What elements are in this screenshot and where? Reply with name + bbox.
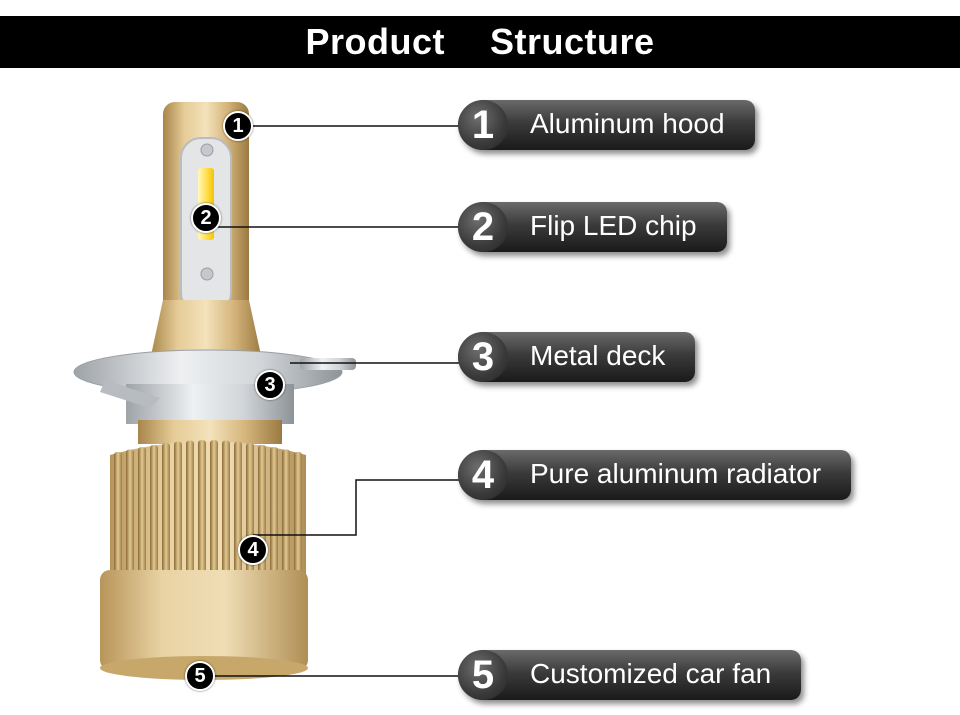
deck-clip xyxy=(100,380,160,408)
radiator-fin xyxy=(222,440,230,582)
deck-tab xyxy=(300,358,356,370)
label-number: 4 xyxy=(458,450,508,500)
label-4: 4 Pure aluminum radiator xyxy=(458,450,852,500)
screw-top xyxy=(200,143,214,157)
radiator-fin xyxy=(198,440,206,582)
radiator-fin xyxy=(234,441,242,582)
label-number: 1 xyxy=(458,100,508,150)
radiator-fin xyxy=(162,443,170,582)
fan-housing xyxy=(100,570,308,670)
marker-3: 3 xyxy=(255,370,285,400)
page-title: Product Structure xyxy=(0,16,960,68)
label-1: 1 Aluminum hood xyxy=(458,100,755,150)
label-text: Metal deck xyxy=(530,340,666,371)
label-number: 2 xyxy=(458,202,508,252)
collar xyxy=(138,420,282,444)
radiator-fin xyxy=(210,440,218,582)
marker-1: 1 xyxy=(223,111,253,141)
radiator-fin xyxy=(150,444,158,582)
label-number: 3 xyxy=(458,332,508,382)
radiator-fin xyxy=(282,449,290,582)
label-5: 5 Customized car fan xyxy=(458,650,802,700)
marker-5: 5 xyxy=(185,661,215,691)
label-number: 5 xyxy=(458,650,508,700)
title-text: Product Structure xyxy=(305,21,655,62)
label-text: Customized car fan xyxy=(530,658,772,689)
radiator-fin xyxy=(270,447,278,582)
label-text: Pure aluminum radiator xyxy=(530,458,822,489)
label-text: Aluminum hood xyxy=(530,108,725,139)
radiator-fin xyxy=(186,440,194,582)
radiator-fin xyxy=(114,452,122,582)
radiator-fin xyxy=(294,452,302,582)
radiator-fin xyxy=(138,447,146,582)
marker-4: 4 xyxy=(238,535,268,565)
radiator-fin xyxy=(174,441,182,582)
marker-2: 2 xyxy=(191,203,221,233)
radiator-fin xyxy=(126,449,134,582)
screw-bottom xyxy=(200,267,214,281)
label-text: Flip LED chip xyxy=(530,210,697,241)
label-3: 3 Metal deck xyxy=(458,332,696,382)
label-2: 2 Flip LED chip xyxy=(458,202,727,252)
hood-neck xyxy=(150,300,262,360)
